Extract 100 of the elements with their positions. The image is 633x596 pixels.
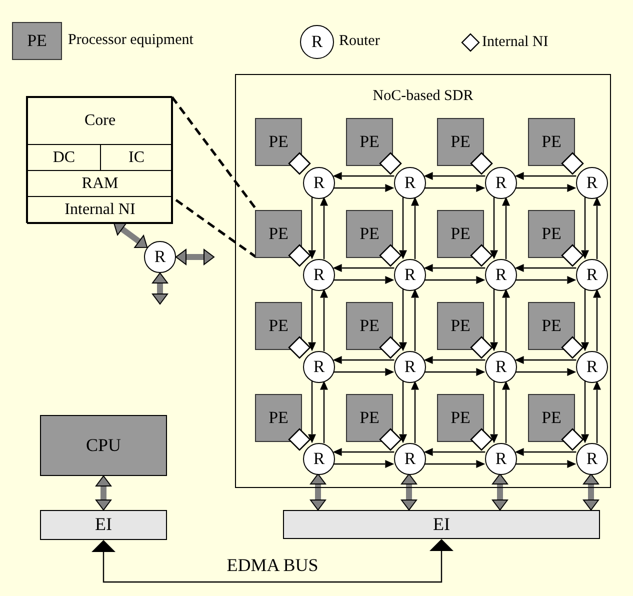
- arrow: [332, 264, 394, 272]
- arrow: [399, 196, 407, 260]
- arrow: [424, 368, 486, 376]
- ni-diamond: [470, 152, 493, 175]
- interface-bar: EI: [283, 510, 600, 539]
- arrow: [411, 380, 419, 444]
- router-circle: R: [303, 443, 335, 475]
- router-circle: R: [144, 241, 176, 273]
- arrow: [308, 380, 316, 444]
- arrow: [332, 172, 394, 180]
- arrow: [593, 196, 601, 260]
- arrow: [310, 474, 326, 510]
- processor-box: PE: [437, 302, 484, 350]
- arrow: [514, 460, 576, 468]
- arrow: [424, 172, 486, 180]
- arrow: [332, 460, 394, 468]
- arrow: [424, 276, 486, 284]
- ni-diamond: [379, 428, 402, 451]
- sdr-panel: [235, 74, 611, 488]
- processor-box: PE: [255, 302, 302, 350]
- ni-diamond: [379, 244, 402, 267]
- ni-diamond: [288, 152, 311, 175]
- processor-box: PE: [437, 394, 484, 442]
- processor-box: PE: [255, 210, 302, 258]
- arrow: [514, 276, 576, 284]
- arrow: [399, 380, 407, 444]
- ni-diamond: [288, 336, 311, 359]
- router-circle: R: [485, 167, 517, 199]
- arrow: [581, 288, 589, 352]
- arrow: [490, 196, 498, 260]
- router-circle: R: [394, 167, 426, 199]
- module-cell: Internal NI: [27, 196, 173, 224]
- processor-box: PE: [528, 302, 575, 350]
- arrow: [593, 288, 601, 352]
- arrow: [490, 288, 498, 352]
- processor-box: PE: [528, 210, 575, 258]
- arrow: [492, 474, 508, 510]
- router-circle: R: [576, 259, 608, 291]
- router-circle: R: [485, 259, 517, 291]
- processor-box: PE: [346, 210, 393, 258]
- arrow: [113, 222, 148, 248]
- arrow: [320, 380, 328, 444]
- interface-bar: EI: [40, 510, 167, 540]
- arrow: [502, 380, 510, 444]
- legend-text: Router: [339, 33, 380, 50]
- arrow: [320, 196, 328, 260]
- arrow: [514, 184, 576, 192]
- ni-diamond: [379, 152, 402, 175]
- arrow: [332, 368, 394, 376]
- ni-diamond: [470, 428, 493, 451]
- router-circle: R: [394, 259, 426, 291]
- arrow: [502, 196, 510, 260]
- processor-box: PE: [437, 118, 484, 166]
- panel-title: NoC-based SDR: [372, 88, 474, 104]
- arrow: [332, 448, 394, 456]
- router-circle: R: [576, 351, 608, 383]
- processor-box: PE: [528, 394, 575, 442]
- legend-text: Internal NI: [482, 34, 548, 50]
- ni-diamond: [561, 336, 584, 359]
- arrow: [581, 196, 589, 260]
- arrow: [502, 288, 510, 352]
- arrow: [581, 380, 589, 444]
- symbol-label: R: [311, 32, 323, 52]
- arrow: [424, 264, 486, 272]
- arrow: [176, 249, 214, 265]
- router-circle: R: [303, 167, 335, 199]
- arrow: [401, 474, 417, 510]
- processor-box: PE: [255, 394, 302, 442]
- processor-box: PE: [255, 118, 302, 166]
- router-circle: R: [576, 167, 608, 199]
- router-circle: R: [485, 443, 517, 475]
- ni-diamond: [470, 336, 493, 359]
- legend-text: Processor equipment: [68, 32, 194, 49]
- zoom-line: [171, 96, 257, 210]
- router-circle: R: [394, 443, 426, 475]
- processor-box: PE: [346, 118, 393, 166]
- arrow: [593, 380, 601, 444]
- arrow: [411, 288, 419, 352]
- ni-diamond: [561, 428, 584, 451]
- arrow: [332, 356, 394, 364]
- symbol-label: PE: [27, 31, 47, 51]
- processor-box: PE: [437, 210, 484, 258]
- router-circle: R: [576, 443, 608, 475]
- arrow: [424, 184, 486, 192]
- cpu-box: CPU: [40, 415, 167, 476]
- component-stack: [26, 96, 172, 223]
- router-circle: R: [303, 351, 335, 383]
- arrow: [308, 288, 316, 352]
- ni-diamond: [561, 244, 584, 267]
- processor-box: PE: [528, 118, 575, 166]
- ni-diamond: [561, 152, 584, 175]
- arrow: [399, 288, 407, 352]
- ni-diamond: [470, 244, 493, 267]
- arrow: [152, 272, 168, 304]
- arrow: [332, 276, 394, 284]
- arrow: [424, 448, 486, 456]
- zoom-line: [175, 198, 257, 258]
- arrow: [490, 380, 498, 444]
- arrow: [514, 368, 576, 376]
- arrow: [514, 172, 576, 180]
